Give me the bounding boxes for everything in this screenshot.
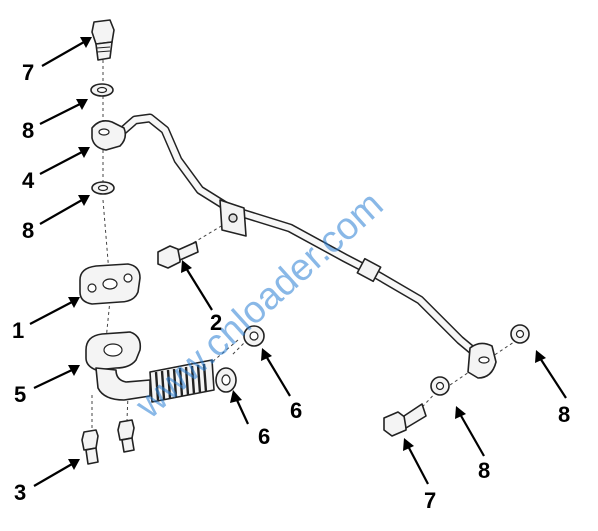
leader-arrows xyxy=(29,37,567,487)
callout-8-second: 8 xyxy=(22,218,34,243)
washer-8-top xyxy=(90,83,114,97)
bolt-3-right xyxy=(117,419,135,453)
bolt-7-lower xyxy=(383,403,427,437)
bolt-2 xyxy=(157,241,199,269)
callout-1: 1 xyxy=(12,318,24,343)
washer-8-right xyxy=(510,324,530,344)
seal-6-right xyxy=(243,325,265,347)
callout-3: 3 xyxy=(14,480,26,505)
bolt-3-left xyxy=(81,429,99,465)
callout-8-top: 8 xyxy=(22,118,34,143)
callout-8-lower: 8 xyxy=(478,458,490,483)
callout-7-lower: 7 xyxy=(424,488,436,513)
callout-4: 4 xyxy=(22,168,35,193)
callout-2: 2 xyxy=(210,310,222,335)
callout-6-left: 6 xyxy=(258,424,270,449)
washer-8-second xyxy=(91,181,115,195)
seal-6-left xyxy=(215,367,237,393)
bolt-7-top xyxy=(91,19,115,61)
washer-8-lower xyxy=(430,376,450,396)
corrugated-hose xyxy=(149,359,215,403)
callout-7-top: 7 xyxy=(22,60,34,85)
gasket-1 xyxy=(79,263,141,305)
drain-tube-5 xyxy=(85,331,215,403)
oil-supply-tube-assembly xyxy=(91,113,497,379)
callout-5: 5 xyxy=(14,382,26,407)
callout-8-right: 8 xyxy=(558,402,570,427)
callout-6-right: 6 xyxy=(290,398,302,423)
